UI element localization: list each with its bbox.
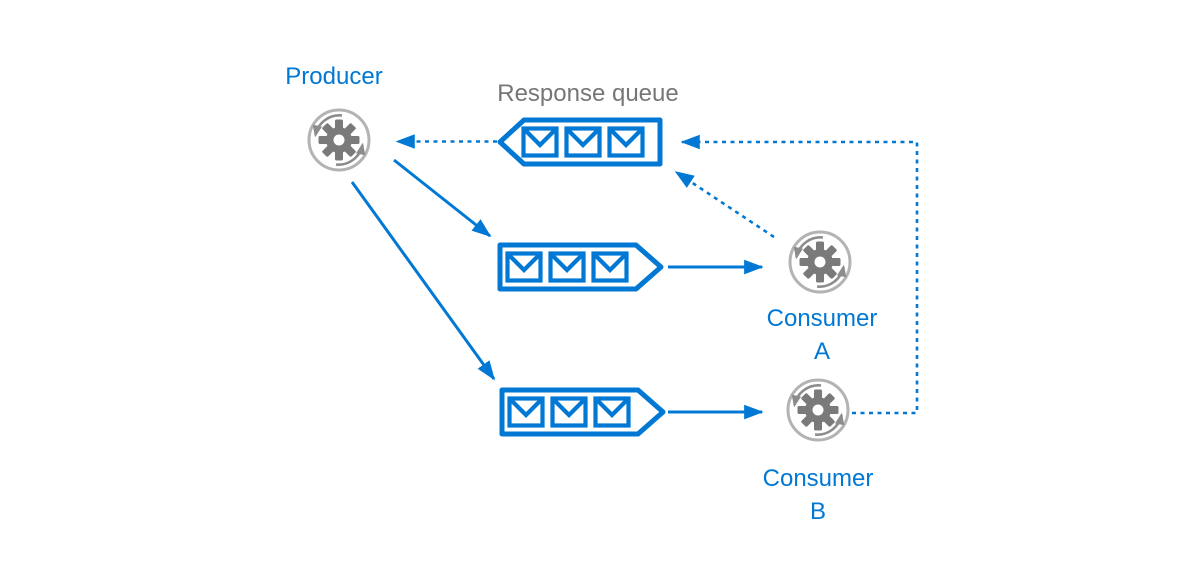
envelope-icon — [551, 254, 584, 281]
consumer-a-label-line1: Consumer — [766, 305, 878, 332]
arrow-consumer-b-to-response-queue — [680, 134, 919, 415]
response-queue-shape — [497, 117, 663, 167]
consumer-a-gear-icon — [790, 232, 850, 292]
consumer-a-label-line2: A — [813, 338, 830, 365]
producer-gear-icon — [309, 110, 369, 170]
envelope-icon — [567, 129, 600, 156]
envelope-icon — [594, 254, 627, 281]
envelope-icon — [596, 399, 629, 426]
consumer-b-label-line2: B — [809, 498, 826, 525]
producer-label: Producer — [285, 63, 383, 90]
arrow-consumer-a-to-response-queue — [674, 170, 775, 239]
request-queue-b-shape — [499, 387, 666, 437]
consumer-b-label: Consumer B — [738, 462, 898, 528]
arrow-producer-to-queue-a — [393, 158, 492, 238]
consumer-b-gear-icon — [788, 380, 848, 440]
arrow-producer-to-queue-b — [350, 181, 496, 381]
envelope-icon — [510, 399, 543, 426]
envelope-icon — [508, 254, 541, 281]
request-queue-a-shape — [497, 242, 664, 292]
consumer-a-label: Consumer A — [742, 302, 902, 368]
envelope-icon — [524, 129, 557, 156]
envelope-icon — [553, 399, 586, 426]
consumer-b-label-line1: Consumer — [762, 465, 874, 492]
response-queue-label: Response queue — [497, 80, 679, 107]
envelope-icon — [610, 129, 643, 156]
